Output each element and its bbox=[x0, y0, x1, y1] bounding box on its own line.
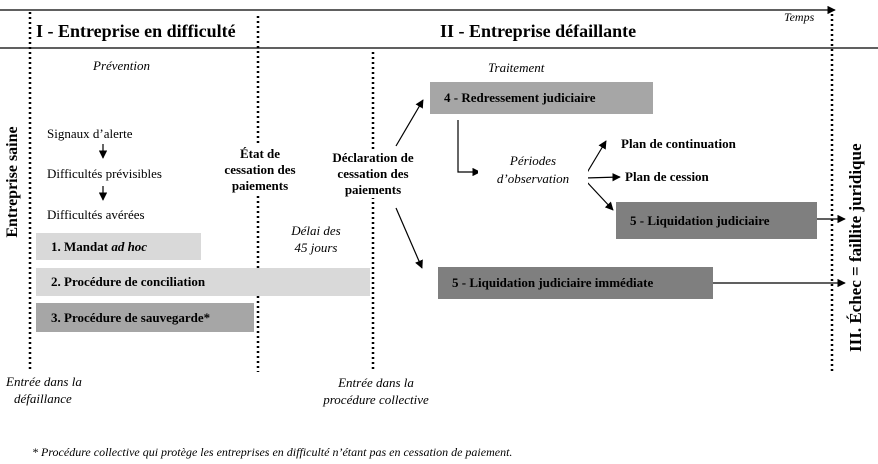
declaration-label: Déclaration de cessation des paiements bbox=[318, 150, 428, 198]
section2-title: II - Entreprise défaillante bbox=[440, 21, 637, 41]
periodes-line-1: Périodes bbox=[509, 153, 557, 168]
time-label: Temps bbox=[784, 10, 815, 24]
box-redressement: 4 - Redressement judiciaire bbox=[430, 82, 653, 114]
periodes-line-2: d’observation bbox=[496, 171, 570, 186]
box-conciliation-label: 2. Procédure de conciliation bbox=[51, 274, 206, 289]
etat-line-3: paiements bbox=[231, 178, 289, 193]
etat-line-2: cessation des bbox=[224, 162, 296, 177]
arrow-to-redressement bbox=[395, 99, 424, 147]
box-sauvegarde-label: 3. Procédure de sauvegarde* bbox=[51, 309, 211, 325]
box-sauvegarde: 3. Procédure de sauvegarde* bbox=[36, 303, 254, 332]
box-liquidation-label: 5 - Liquidation judiciaire bbox=[630, 212, 770, 228]
entreprise-saine-label: Entreprise saine bbox=[4, 126, 21, 238]
entry-defaillance-1: Entrée dans la bbox=[6, 374, 82, 389]
periodes-label: Périodes d’observation bbox=[478, 152, 588, 188]
entry-procedure-line-2: procédure collective bbox=[323, 392, 429, 407]
echec-label: III. Échec = faillite juridique bbox=[846, 143, 865, 353]
difficultes-averees: Difficultés avérées bbox=[47, 207, 145, 222]
etat-line-1: État de bbox=[239, 146, 281, 161]
decl-line-1: Déclaration de bbox=[332, 150, 414, 165]
decl-line-3: paiements bbox=[344, 182, 402, 197]
arrow-to-plan-cession bbox=[584, 173, 621, 182]
box-liquidation: 5 - Liquidation judiciaire bbox=[616, 202, 817, 239]
box-mandat-em: ad hoc bbox=[111, 238, 148, 254]
entry-procedure-line-1: Entrée dans la bbox=[338, 375, 414, 390]
difficultes-previsibles: Difficultés prévisibles bbox=[47, 166, 162, 181]
box-mandat-label: 1. Mandat bbox=[51, 238, 112, 254]
signal-alerte: Signaux d’alerte bbox=[47, 126, 133, 141]
box-liquidation-immediate-label: 5 - Liquidation judiciaire immédiate bbox=[452, 275, 654, 290]
box-mandat-ad-hoc: 1. Mandat ad hoc bbox=[36, 233, 201, 260]
plan-continuation: Plan de continuation bbox=[621, 136, 736, 151]
prevention-label: Prévention bbox=[93, 58, 151, 73]
delai-line-1: Délai des bbox=[291, 223, 341, 238]
arrow-to-periodes bbox=[457, 120, 481, 177]
box-liquidation-immediate: 5 - Liquidation judiciaire immédiate bbox=[438, 267, 713, 299]
section1-title: I - Entreprise en difficulté bbox=[36, 21, 236, 41]
etat-cessation-label: État de cessation des paiements bbox=[210, 146, 310, 194]
traitement-label: Traitement bbox=[488, 60, 545, 75]
arrow-to-liquidation bbox=[584, 179, 614, 211]
entry-defaillance-2: défaillance bbox=[14, 391, 72, 406]
plan-cession: Plan de cession bbox=[625, 169, 709, 184]
delai-line-2: 45 jours bbox=[294, 240, 338, 255]
box-redressement-label: 4 - Redressement judiciaire bbox=[444, 90, 596, 105]
delai-label: Délai des 45 jours bbox=[276, 222, 356, 256]
arrow-to-plan-continuation bbox=[584, 140, 607, 177]
footnote: * Procédure collective qui protège les e… bbox=[32, 445, 513, 459]
entry-procedure-label: Entrée dans la procédure collective bbox=[296, 374, 456, 408]
box-conciliation: 2. Procédure de conciliation bbox=[36, 268, 370, 296]
decl-line-2: cessation des bbox=[337, 166, 409, 181]
arrow-to-liquidation-immediate bbox=[395, 207, 423, 269]
